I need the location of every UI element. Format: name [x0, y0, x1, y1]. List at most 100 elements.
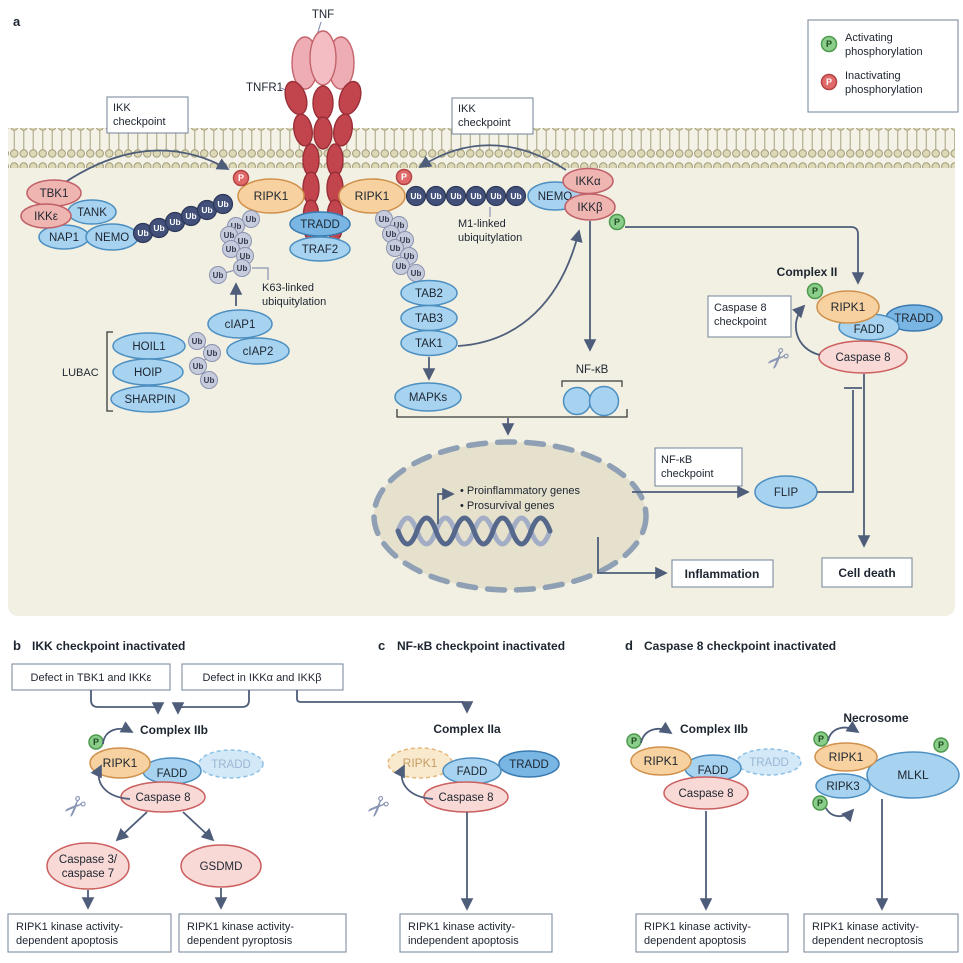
svg-text:Ub: Ub [226, 245, 237, 254]
svg-text:Ub: Ub [153, 223, 164, 233]
svg-text:Ub: Ub [490, 191, 501, 201]
svg-text:Inflammation: Inflammation [685, 567, 760, 581]
svg-text:RIPK1: RIPK1 [644, 754, 679, 768]
svg-text:TAK1: TAK1 [415, 338, 443, 350]
svg-text:RIPK1 kinase activity-: RIPK1 kinase activity- [187, 921, 294, 933]
svg-text:IKK: IKK [458, 103, 476, 115]
svg-text:Ub: Ub [238, 237, 249, 246]
svg-text:RIPK1 kinase activity-: RIPK1 kinase activity- [408, 921, 515, 933]
svg-text:RIPK1: RIPK1 [355, 189, 390, 203]
arrow-ikka-to-ripk1 [418, 144, 567, 171]
panel-a: a P Activating phosphorylation P Inactiv… [8, 9, 959, 616]
inactivating-p-ripk1-left: P [232, 169, 250, 187]
svg-text:P: P [938, 740, 944, 750]
svg-text:Ub: Ub [410, 191, 421, 201]
flip-inhibition-line [817, 390, 854, 493]
connector-defect2-to-complex2a [296, 690, 474, 714]
svg-text:Ub: Ub [470, 191, 481, 201]
outcome-apoptosis-d: RIPK1 kinase activity- dependent apoptos… [635, 913, 789, 953]
legend-activating-line2: phosphorylation [845, 46, 923, 58]
tak1-complex: TAB2 TAB3 TAK1 [400, 279, 458, 357]
legend-inactivating-line2: phosphorylation [845, 84, 923, 96]
svg-text:Caspase 8: Caspase 8 [136, 792, 191, 804]
svg-text:NF-κB: NF-κB [661, 454, 692, 466]
svg-text:HOIL1: HOIL1 [132, 341, 165, 353]
ub-chain-lubac: Ub Ub Ub Ub [188, 332, 221, 389]
svg-text:Ub: Ub [390, 244, 401, 253]
svg-text:IKK: IKK [113, 102, 131, 114]
ripk1-autophosphorylation-loop-b [102, 721, 134, 745]
svg-text:Ub: Ub [430, 191, 441, 201]
prosurvival-genes-label: • Prosurvival genes [460, 500, 555, 512]
outcome-necroptosis-d: RIPK1 kinase activity- dependent necropt… [803, 913, 959, 953]
proinflammatory-genes-label: • Proinflammatory genes [460, 485, 581, 497]
m1-linked-label-line1: M1-linked [458, 218, 506, 230]
svg-text:P: P [817, 798, 823, 808]
activating-phosphorylation-icon: P [820, 35, 838, 53]
arrow-caspase8-cleaves-ripk1 [792, 304, 821, 356]
svg-text:Defect in IKKα and IKKβ: Defect in IKKα and IKKβ [202, 672, 321, 684]
svg-text:Caspase 3/: Caspase 3/ [59, 854, 118, 866]
panel-b-title: IKK checkpoint inactivated [32, 639, 185, 653]
svg-text:NEMO: NEMO [538, 191, 573, 203]
svg-text:FADD: FADD [698, 765, 729, 777]
svg-text:Caspase 8: Caspase 8 [836, 352, 891, 364]
ub-chain-m1-left: Ub Ub Ub Ub Ub Ub [132, 193, 234, 244]
inactivating-p-ripk1-right: P [395, 168, 413, 186]
connector-defect2-to-complex2b [171, 690, 250, 715]
svg-text:RIPK1 kinase activity-: RIPK1 kinase activity- [644, 921, 751, 933]
ikk-alpha-beta: IKKα IKKβ P [562, 167, 626, 231]
tnfr1-label: TNFR1 [246, 82, 283, 94]
panel-b-label: b [13, 638, 21, 653]
svg-text:Ub: Ub [386, 230, 397, 239]
nemo-label: NEMO [95, 232, 130, 244]
necrosome: MLKL RIPK1 RIPK3 P P P [812, 720, 960, 823]
panel-d-title: Caspase 8 checkpoint inactivated [644, 639, 836, 653]
svg-text:cIAP2: cIAP2 [243, 346, 274, 358]
nucleus: • Proinflammatory genes • Prosurvival ge… [371, 439, 649, 593]
svg-text:Ub: Ub [246, 215, 257, 224]
svg-text:Ub: Ub [400, 236, 411, 245]
activating-p-ripk1-d: P [626, 733, 642, 749]
svg-text:RIPK1: RIPK1 [254, 189, 289, 203]
svg-text:RIPK1: RIPK1 [103, 756, 138, 770]
lubac-label: LUBAC [62, 367, 99, 379]
ikke-label: IKKε [34, 211, 58, 223]
svg-text:P: P [238, 173, 244, 183]
svg-text:Ub: Ub [207, 349, 218, 358]
tnf-label: TNF [312, 9, 334, 21]
complex-iib: TRADD RIPK1 FADD Caspase 8 P [88, 721, 264, 813]
svg-text:P: P [401, 172, 407, 182]
panel-d-label: d [625, 638, 633, 653]
nap1-label: NAP1 [49, 232, 79, 244]
svg-text:independent apoptosis: independent apoptosis [408, 935, 519, 947]
connector-defect1-to-complex2b [90, 690, 165, 715]
tbk1-complex: TBK1 IKKε TANK NAP1 NEMO [20, 179, 139, 251]
panel-c-label: c [378, 638, 385, 653]
arrow-to-caspase37 [115, 811, 148, 842]
complex-ii: Complex II TRADD RIPK1 FADD Caspase 8 P [777, 265, 943, 374]
svg-text:P: P [812, 286, 818, 296]
svg-text:Ub: Ub [379, 215, 390, 224]
svg-text:dependent apoptosis: dependent apoptosis [16, 935, 119, 947]
tbk1-label: TBK1 [40, 188, 69, 200]
svg-text:dependent necroptosis: dependent necroptosis [812, 935, 924, 947]
complex-iib-label: Complex IIb [140, 723, 208, 737]
inflammation-box: Inflammation [671, 559, 774, 588]
svg-text:Ub: Ub [404, 252, 415, 261]
svg-text:MLKL: MLKL [897, 768, 929, 782]
svg-text:P: P [826, 77, 832, 87]
defect-ikka-ikkb-box: Defect in IKKα and IKKβ [181, 663, 344, 691]
arrow-dna-to-genes [437, 487, 455, 524]
ikk-checkpoint-box-right: IKK checkpoint [451, 97, 534, 135]
flip: FLIP [754, 475, 818, 509]
ripk1-loop-necrosome [827, 720, 860, 742]
nfkb-dimer: NF-κB [561, 364, 623, 417]
svg-text:checkpoint: checkpoint [458, 117, 511, 129]
svg-text:Ub: Ub [237, 264, 248, 273]
activating-p-ripk1-b: P [88, 734, 104, 750]
svg-text:GSDMD: GSDMD [200, 861, 243, 873]
svg-text:TAB3: TAB3 [415, 313, 443, 325]
panel-c: c NF-κB checkpoint inactivated Complex I… [358, 638, 565, 953]
gsdmd: GSDMD [180, 844, 262, 888]
